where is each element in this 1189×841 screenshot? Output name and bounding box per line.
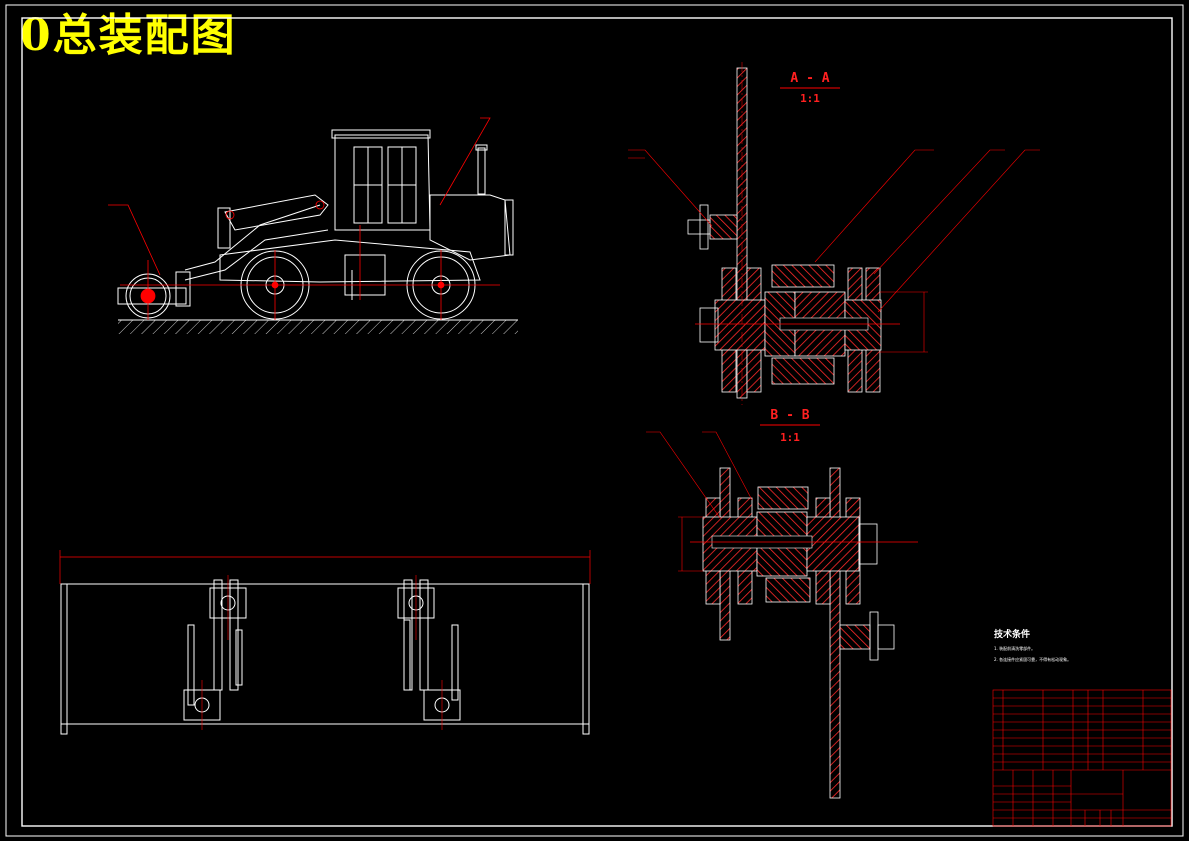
cutter-frame-view (59, 550, 591, 735)
section-bb-scale: 1:1 (780, 431, 800, 444)
section-bb-view: B - B 1:1 (646, 408, 918, 799)
sheet-border (5, 4, 1184, 837)
drawing-title: 0总装配图 (20, 10, 237, 61)
tech-req-line-2: 2. 各连接件应紧固可靠，不得有松动现象。 (994, 656, 1071, 662)
loader-side-view (117, 129, 518, 334)
technical-requirements: 技术条件 1. 装配前清洗零部件。 2. 各连接件应紧固可靠，不得有松动现象。 (994, 628, 1071, 662)
tech-req-heading: 技术条件 (994, 628, 1030, 640)
tech-req-line-1: 1. 装配前清洗零部件。 (994, 645, 1035, 651)
section-bb-label: B - B (770, 408, 809, 423)
title-block (992, 689, 1172, 827)
section-aa-label: A - A (790, 71, 829, 86)
section-aa-view: A - A 1:1 (628, 62, 1040, 405)
section-aa-scale: 1:1 (800, 92, 820, 105)
loader-red-details (108, 117, 500, 320)
